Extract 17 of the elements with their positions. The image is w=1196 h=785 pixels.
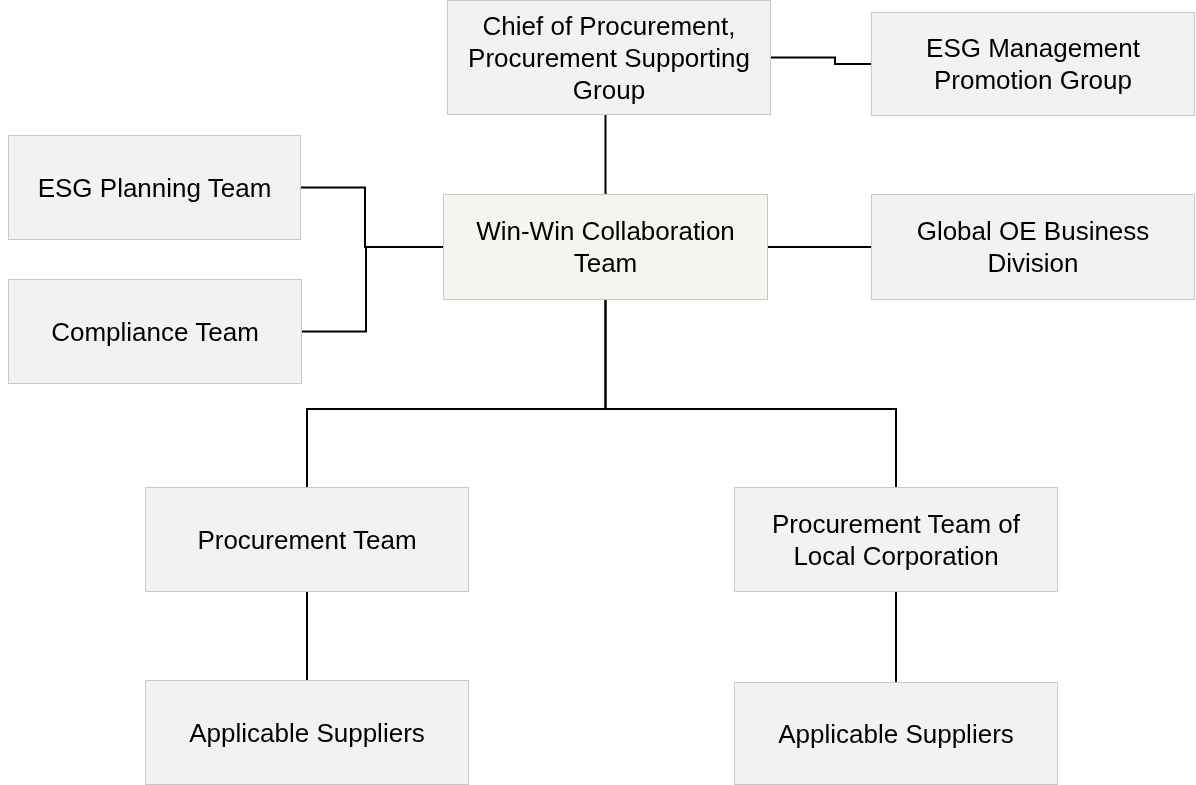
org-box: ESG Planning Team — [8, 135, 301, 240]
connector-line — [767, 246, 872, 248]
connector-line — [604, 299, 897, 488]
org-box: Applicable Suppliers — [734, 682, 1058, 785]
connector-line — [770, 56, 872, 65]
connector-line — [895, 591, 897, 683]
org-box: ESG Management Promotion Group — [871, 12, 1195, 116]
org-box: Compliance Team — [8, 279, 302, 384]
org-box: Applicable Suppliers — [145, 680, 469, 785]
org-box: Procurement Team — [145, 487, 469, 592]
connector-line — [604, 114, 607, 195]
connector-line — [306, 591, 308, 681]
org-box: Global OE Business Division — [871, 194, 1195, 300]
org-box: Chief of Procurement, Procurement Supporting Group — [447, 0, 771, 115]
connector-line — [301, 246, 444, 333]
org-box: Win-Win Collaboration Team — [443, 194, 768, 300]
org-box: Procurement Team of Local Corporation — [734, 487, 1058, 592]
